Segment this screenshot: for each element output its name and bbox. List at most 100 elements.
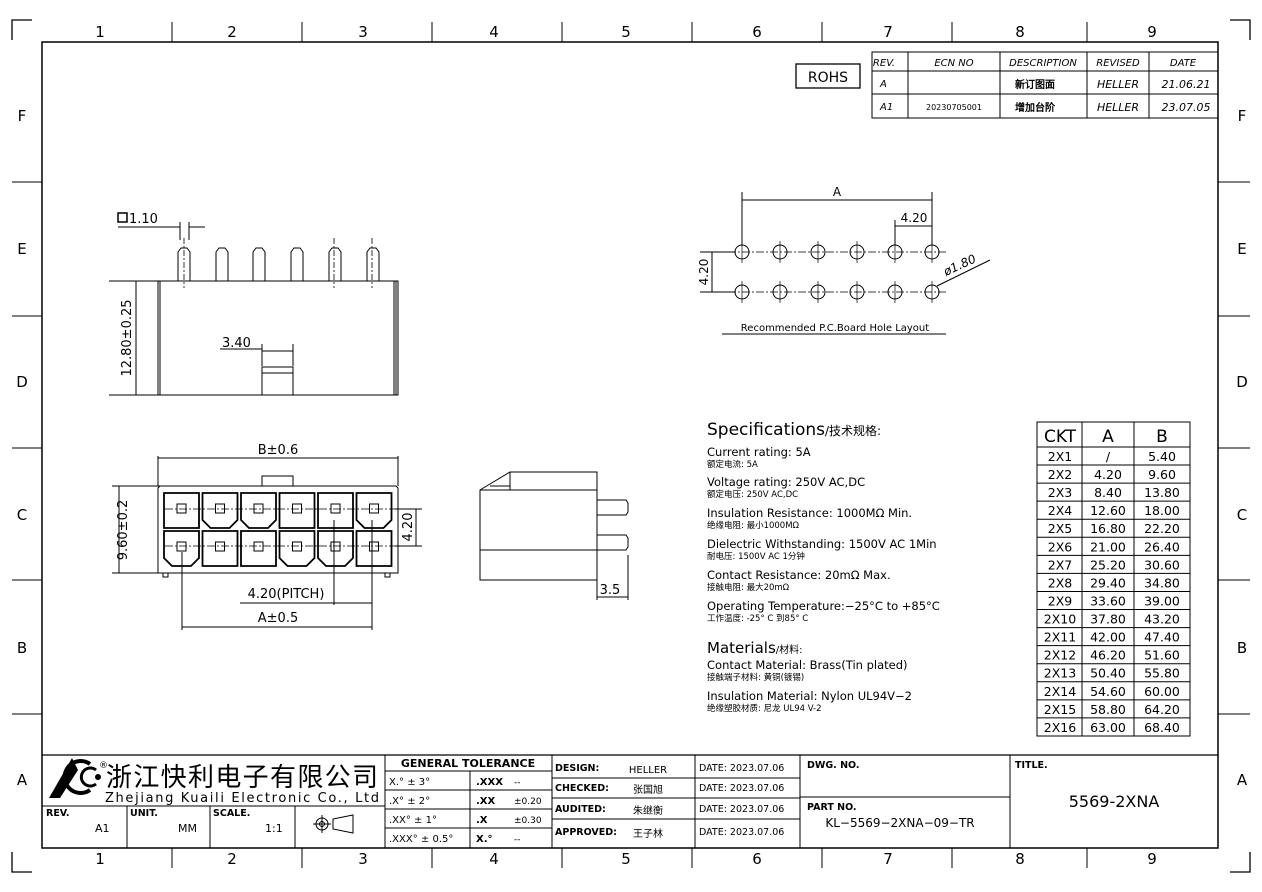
front-view-drawing (112, 456, 422, 630)
col-label: 6 (752, 23, 762, 41)
title-block: ® 浙江快利电子有限公司 Zhejiang Kuaili Electronic … (42, 754, 1218, 848)
approval-label: AUDITED: (555, 804, 606, 815)
ckt-cell: 43.20 (1144, 612, 1180, 627)
approval-label: DESIGN: (555, 763, 599, 774)
svg-text:ROHS: ROHS (808, 70, 848, 86)
ckt-cell: 26.40 (1144, 539, 1180, 554)
svg-text:®: ® (99, 761, 108, 771)
ckt-cell: 47.40 (1144, 630, 1180, 645)
projection-symbol-icon (313, 814, 354, 834)
svg-text:Current rating: 5A: Current rating: 5A (707, 445, 811, 459)
ckt-cell: 13.80 (1144, 485, 1180, 500)
row-label: D (16, 373, 28, 391)
ckt-cell: 54.60 (1090, 684, 1126, 699)
tolerance-angle: X.° ± 3° (389, 777, 430, 788)
row-label: E (17, 240, 26, 258)
tolerance-angle: .X° ± 2° (389, 796, 430, 807)
svg-text:耐电压: 1500V AC 1分钟: 耐电压: 1500V AC 1分钟 (707, 551, 805, 562)
tolerance-decimal: X.° (476, 834, 493, 845)
svg-text:21.06.21: 21.06.21 (1162, 78, 1211, 91)
col-label: 3 (358, 23, 368, 41)
ckt-cell: 64.20 (1144, 702, 1180, 717)
approval-label: APPROVED: (555, 827, 617, 838)
contact-cavity (317, 530, 354, 567)
dwg-no-label: DWG. NO. (807, 760, 860, 771)
contact-cavity (355, 492, 393, 529)
ckt-cell: 25.20 (1090, 557, 1126, 572)
approval-name: 王子林 (633, 827, 663, 840)
ckt-cell: 12.60 (1090, 503, 1126, 518)
col-label: 4 (489, 850, 499, 868)
ckt-cell: 58.80 (1090, 702, 1126, 717)
col-label: 4 (489, 23, 499, 41)
svg-text:UNIT.: UNIT. (130, 808, 158, 819)
svg-text:DATE: DATE (1170, 58, 1197, 69)
contact-cavity (317, 492, 354, 529)
svg-text:REVISED: REVISED (1096, 58, 1140, 69)
ckt-cell: 22.20 (1144, 521, 1180, 536)
ckt-cell: 55.80 (1144, 666, 1180, 681)
ckt-cell: 2X4 (1048, 503, 1073, 518)
company-name-cn: 浙江快利电子有限公司 (106, 763, 378, 793)
tolerance-value: -- (514, 835, 521, 845)
pcb-pitch-label: 4.20 (901, 211, 928, 225)
rohs-badge: ROHS (795, 63, 861, 89)
ckt-cell: 30.60 (1144, 557, 1180, 572)
row-label: D (1236, 373, 1248, 391)
svg-text:REV.: REV. (873, 58, 895, 69)
ckt-cell: 51.60 (1144, 648, 1180, 663)
svg-text:20230705001: 20230705001 (926, 103, 982, 112)
ckt-cell: 16.80 (1090, 521, 1126, 536)
title-label: TITLE. (1015, 760, 1048, 771)
row-label: C (17, 506, 27, 524)
height-dim-label: 9.60±0.2 (116, 500, 131, 561)
company-logo-icon: ® (49, 758, 108, 798)
col-label: 3 (358, 850, 368, 868)
tolerance-decimal: .XX (476, 796, 496, 807)
ckt-cell: 2X16 (1044, 720, 1076, 735)
ckt-cell: 2X7 (1048, 557, 1072, 572)
row-label: A (17, 771, 28, 789)
ckt-cell: 60.00 (1144, 684, 1180, 699)
ckt-cell: 50.40 (1090, 666, 1126, 681)
ckt-cell: 39.00 (1144, 593, 1180, 608)
ckt-cell: 2X13 (1044, 666, 1076, 681)
ckt-cell: 2X1 (1048, 449, 1072, 464)
pin-size-label: 1.10 (129, 212, 158, 227)
svg-text:A: A (879, 79, 887, 90)
svg-text:Operating Temperature:−25°C: Operating Temperature:−25°C to +85°C (707, 599, 940, 613)
ckt-cell: 29.40 (1090, 575, 1126, 590)
col-label: 7 (883, 23, 893, 41)
contact-cavity (163, 492, 200, 529)
svg-text:接触端子材料: 黄铜(镀锡): 接触端子材料: 黄铜(镀锡) (707, 672, 804, 683)
approval-name: 朱继衡 (633, 804, 663, 817)
spec-title: Specifications/技术规格: (707, 420, 881, 440)
ckt-cell: 2X10 (1044, 612, 1076, 627)
svg-text:绝缘塑胶材质: 尼龙 UL94 V-2: 绝缘塑胶材质: 尼龙 UL94 V-2 (707, 703, 822, 714)
side-view-drawing (479, 471, 629, 600)
ckt-cell: 34.80 (1144, 575, 1180, 590)
svg-text:Dielectric Withstanding: 1: Dielectric Withstanding: 1500V AC 1Min (707, 537, 937, 551)
ckt-cell: 2X3 (1048, 485, 1072, 500)
ckt-cell: 2X15 (1044, 702, 1076, 717)
ckt-cell: 2X2 (1048, 467, 1072, 482)
svg-text:SCALE.: SCALE. (213, 808, 250, 819)
ckt-cell: 21.00 (1090, 539, 1126, 554)
svg-text:新订图面: 新订图面 (1015, 78, 1055, 91)
pin-length-label: 3.5 (600, 583, 621, 598)
tolerance-angle: .XXX° ± 0.5° (389, 834, 453, 845)
width-dim-label: B±0.6 (258, 443, 299, 458)
ckt-cell: 9.60 (1148, 467, 1176, 482)
ckt-cell: 2X8 (1048, 575, 1073, 590)
ckt-cell: 2X14 (1044, 684, 1076, 699)
approval-date: DATE: 2023.07.06 (699, 827, 784, 838)
contact-cavity (240, 492, 277, 529)
col-label: 8 (1015, 850, 1025, 868)
ckt-cell: 63.00 (1090, 720, 1126, 735)
pcb-span-label: A (833, 185, 842, 199)
ckt-cell: 5.40 (1148, 449, 1176, 464)
svg-text:Contact Resistance: 20mΩ: Contact Resistance: 20mΩ Max. (707, 568, 891, 582)
ckt-cell: 2X5 (1048, 521, 1072, 536)
